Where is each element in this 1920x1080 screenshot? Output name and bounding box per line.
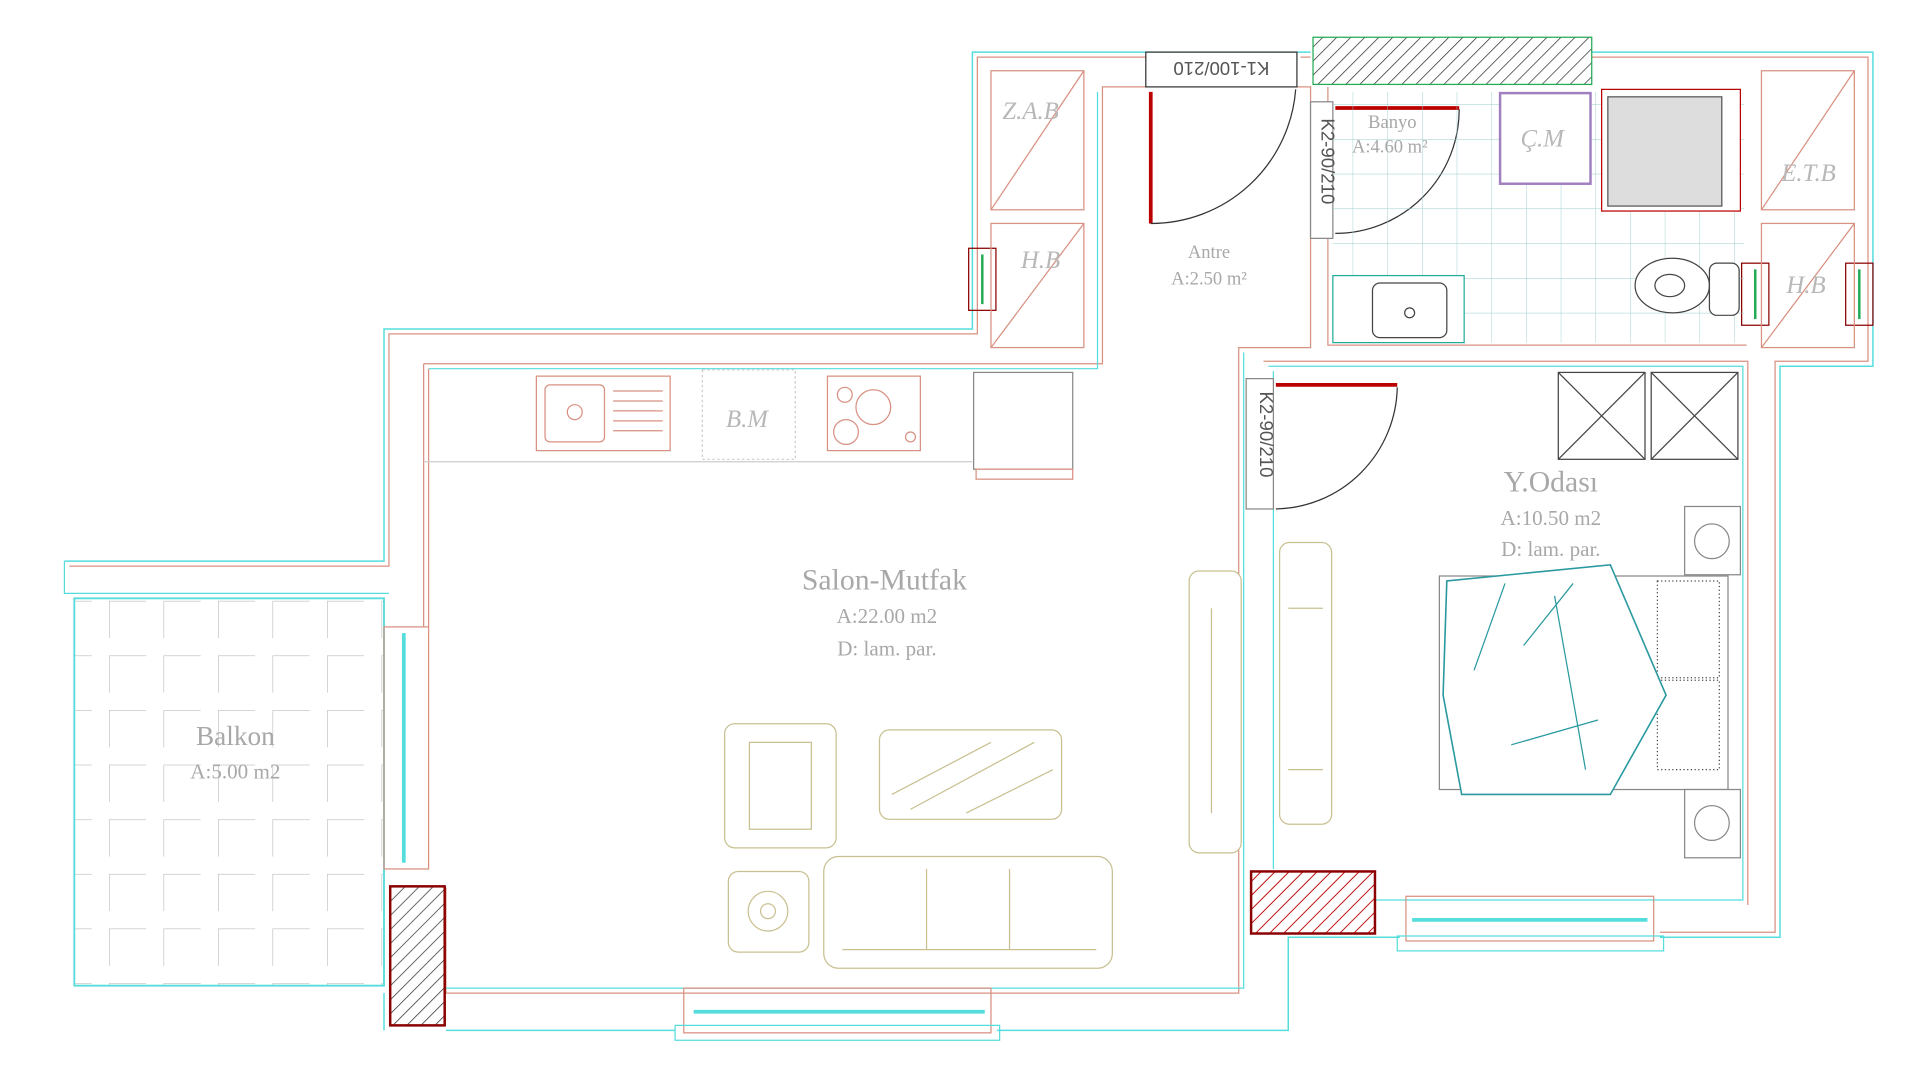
- entrance-door[interactable]: K1-100/210: [1145, 51, 1298, 225]
- label-etb: E.T.B: [1780, 160, 1836, 187]
- storage-units: [990, 70, 1855, 349]
- label-hb-left: H.B: [1020, 247, 1060, 274]
- room-name-salon: Salon-Mutfak: [802, 564, 967, 597]
- room-area-antre: A:2.50 m²: [1171, 268, 1247, 289]
- room-area-banyo: A:4.60 m²: [1352, 137, 1428, 158]
- kitchen-counter: [423, 369, 1074, 480]
- room-area-salon: A:22.00 m2: [837, 604, 938, 628]
- label-zab: Z.A.B: [1002, 98, 1058, 125]
- wall-column-left: [388, 885, 446, 1027]
- room-floor-salon: D: lam. par.: [837, 636, 936, 660]
- bed: [1438, 505, 1742, 859]
- room-area-balkon: A:5.00 m2: [190, 759, 280, 783]
- bathroom-sink: [1332, 274, 1465, 344]
- windows: [383, 247, 1874, 1041]
- door-label-bedroom: K2-90/210: [1256, 392, 1277, 478]
- wall-column-bedroom: [1249, 870, 1377, 935]
- shower-tray: [1601, 88, 1742, 212]
- toilet: [1634, 257, 1740, 316]
- label-hb-right: H.B: [1785, 272, 1825, 299]
- door-label-entrance: K1-100/210: [1173, 58, 1269, 79]
- living-furniture: [724, 541, 1333, 969]
- room-floor-yodasi: D: lam. par.: [1501, 537, 1600, 561]
- label-cm: Ç.M: [1521, 125, 1566, 152]
- balcony-floor: [73, 597, 385, 987]
- label-bm: B.M: [726, 406, 769, 433]
- room-name-balkon: Balkon: [196, 721, 275, 751]
- wardrobe: [1557, 371, 1739, 460]
- wall-column-top: [1312, 36, 1593, 86]
- room-area-yodasi: A:10.50 m2: [1501, 506, 1602, 530]
- room-name-yodasi: Y.Odası: [1504, 466, 1598, 499]
- room-name-antre: Antre: [1188, 242, 1230, 263]
- bedroom-door[interactable]: K2-90/210: [1245, 378, 1398, 510]
- room-name-banyo: Banyo: [1368, 112, 1416, 133]
- washing-machine: [1498, 91, 1592, 185]
